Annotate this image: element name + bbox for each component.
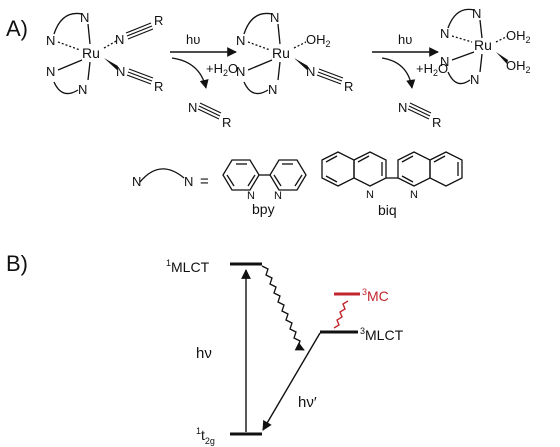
ru-center-3: Ru [474, 37, 492, 53]
n-atom: N [398, 100, 407, 115]
biq-label: biq [378, 202, 397, 218]
water-label: +H2O [206, 61, 238, 78]
n-atom: N [184, 174, 193, 189]
n-atom: N [116, 64, 125, 79]
n-atom: N [46, 64, 55, 79]
release-arrow [171, 57, 209, 89]
hv-label: hυ [186, 32, 200, 47]
panel-a: A) Ru N N N N N R N R [6, 6, 531, 218]
n-atom: N [440, 54, 449, 69]
n-atom: N [440, 26, 449, 41]
complex-bis-aqua: Ru N N N N OH2 OH2 [440, 6, 531, 87]
bpy-label: bpy [252, 201, 275, 217]
r-group: R [432, 115, 441, 130]
mc-wavy-line [333, 300, 349, 329]
hv-label: hυ [398, 32, 412, 47]
ru-center-1: Ru [82, 45, 100, 61]
label-3mc: 3MC [362, 287, 389, 304]
n-atom: N [236, 33, 245, 48]
panel-b: B) 1MLCT 3MLCT 3MC 1t2g hν hν′ [6, 251, 404, 446]
n-atom: N [366, 189, 374, 201]
label-3mlct: 3MLCT [360, 326, 404, 343]
chelate-arc [53, 81, 79, 95]
r-group: R [154, 79, 163, 94]
chelate-arc [53, 12, 83, 35]
n-atom: N [247, 190, 255, 202]
n-atom: N [132, 174, 141, 189]
complex-aqua-nitrile: Ru N N N N OH2 N R [236, 10, 353, 97]
hv-absorption-label: hν [196, 345, 212, 362]
equals-sign: = [200, 173, 209, 190]
n-atom: N [236, 64, 245, 79]
emission-arrow [262, 332, 321, 431]
n-atom: N [306, 64, 315, 79]
ru-center-2: Ru [272, 45, 290, 61]
biq-structure [321, 151, 463, 187]
n-atom: N [470, 72, 479, 87]
water-label: +H2O [416, 61, 448, 78]
n-atom: N [80, 10, 89, 25]
n-atom: N [274, 190, 282, 202]
n-atom: N [188, 100, 197, 115]
r-group: R [154, 13, 163, 28]
n-atom: N [472, 6, 481, 21]
bpy-structure [222, 159, 307, 191]
r-group: R [344, 79, 353, 94]
n-atom: N [410, 189, 418, 201]
label-ground-state: 1t2g [196, 426, 215, 446]
n-atom: N [46, 33, 55, 48]
r-group: R [222, 115, 231, 130]
aqua-ligand: OH2 [506, 58, 531, 75]
n-atom: N [78, 82, 87, 97]
aqua-ligand: OH2 [506, 28, 531, 45]
ligand-legend: N N = N N bpy [132, 151, 463, 218]
label-1mlct: 1MLCT [166, 258, 210, 275]
n-atom: N [115, 32, 124, 47]
hv-emission-label: hν′ [298, 394, 317, 411]
aqua-ligand: OH2 [306, 32, 331, 49]
panel-a-label: A) [6, 16, 28, 41]
photolysis-arrow-1: hυ +H2O N R [170, 32, 238, 130]
complex-bis-nitrile: Ru N N N N N R N R [46, 10, 163, 97]
panel-b-label: B) [6, 251, 28, 276]
n-atom: N [268, 82, 277, 97]
photolysis-arrow-2: hυ +H2O N R [372, 32, 448, 130]
isc-wavy-arrow [261, 265, 305, 351]
n-atom: N [270, 10, 279, 25]
